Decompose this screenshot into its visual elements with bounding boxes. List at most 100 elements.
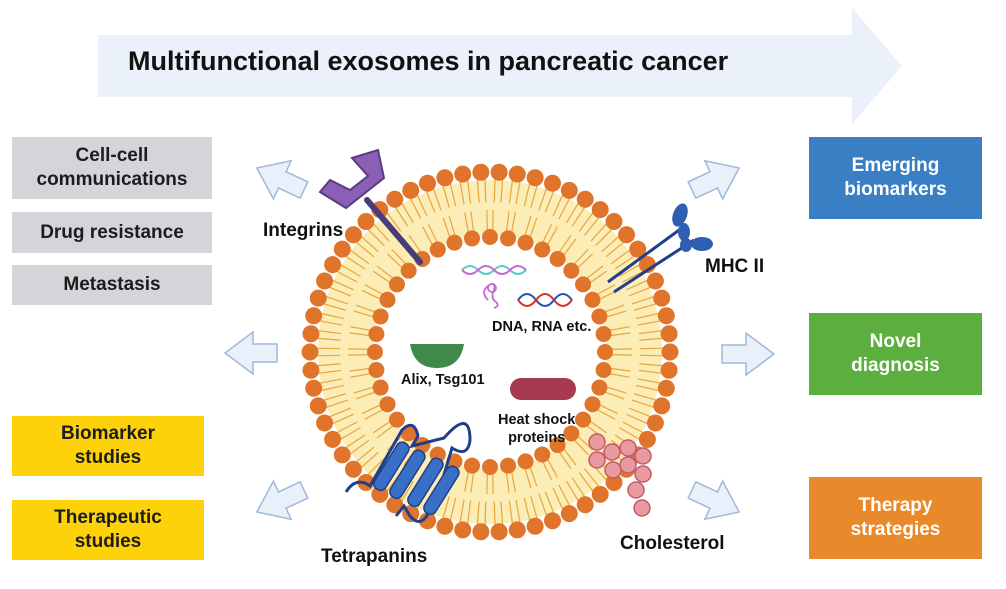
lipid-head bbox=[400, 262, 417, 279]
lipid-head bbox=[517, 234, 534, 251]
direction-arrows bbox=[223, 159, 776, 521]
lipid-head bbox=[653, 289, 671, 307]
lipid-head bbox=[560, 505, 578, 523]
integrin-icon bbox=[318, 148, 423, 265]
exosome-membrane bbox=[301, 163, 679, 541]
lipid-head bbox=[591, 201, 609, 219]
novel-diagnosis-label: Novel diagnosis bbox=[851, 331, 940, 376]
lipid-head bbox=[372, 379, 389, 396]
lipid-head bbox=[344, 460, 362, 478]
lipid-head bbox=[379, 291, 396, 308]
lipid-head bbox=[388, 411, 405, 428]
lipid-head bbox=[309, 397, 327, 415]
lipid-head bbox=[549, 250, 566, 267]
lipid-head bbox=[563, 262, 580, 279]
dna-rna-label: DNA, RNA etc. bbox=[492, 319, 592, 335]
lipid-head bbox=[368, 361, 385, 378]
lipid-head bbox=[499, 457, 516, 474]
integrins-label: Integrins bbox=[263, 220, 344, 241]
lipid-head bbox=[646, 414, 664, 432]
tetraspanin-icon bbox=[344, 422, 472, 523]
lipid-head bbox=[418, 174, 436, 192]
lipid-head bbox=[418, 512, 436, 530]
lipid-head bbox=[309, 289, 327, 307]
therapy-strategies-box: Therapy strategies bbox=[809, 477, 982, 559]
lipid-head bbox=[584, 291, 601, 308]
lipid-head bbox=[324, 430, 342, 448]
lipid-head bbox=[436, 517, 454, 535]
lipid-head bbox=[591, 379, 608, 396]
lipid-head bbox=[368, 326, 385, 343]
lipid-head bbox=[591, 485, 609, 503]
cholesterol-icon bbox=[588, 433, 652, 517]
drug-resistance-box: Drug resistance bbox=[12, 212, 212, 253]
lipid-head bbox=[367, 344, 383, 360]
lipid-head bbox=[333, 446, 351, 464]
lipid-head bbox=[526, 169, 544, 187]
lipid-head bbox=[324, 256, 342, 274]
lipid-head bbox=[661, 343, 679, 361]
arrow-left-icon bbox=[223, 330, 278, 376]
lipid-head bbox=[508, 165, 526, 183]
arrow-right-icon bbox=[721, 331, 776, 377]
lipid-head bbox=[629, 240, 647, 258]
lipid-head bbox=[657, 379, 675, 397]
lipid-head bbox=[386, 496, 404, 514]
therapy-strategies-label: Therapy strategies bbox=[850, 495, 941, 540]
lipid-head bbox=[499, 230, 516, 247]
lipid-head bbox=[490, 163, 508, 181]
lipid-head bbox=[657, 307, 675, 325]
lipid-head bbox=[446, 234, 463, 251]
lipid-head bbox=[402, 181, 420, 199]
alix-protein-icon bbox=[410, 344, 464, 368]
mhc-ii-label: MHC II bbox=[705, 256, 765, 277]
lipid-head bbox=[595, 326, 612, 343]
lipid-head bbox=[464, 457, 481, 474]
lipid-head bbox=[660, 361, 678, 379]
lipid-head bbox=[517, 453, 534, 470]
lipid-head bbox=[429, 241, 446, 258]
biomarker-studies-label: Biomarker studies bbox=[61, 423, 155, 468]
lipid-head bbox=[544, 174, 562, 192]
arrow-upper-right-icon bbox=[687, 159, 741, 201]
lipid-head bbox=[575, 411, 592, 428]
lipid-head bbox=[549, 437, 566, 454]
tetrapanins-label: Tetrapanins bbox=[321, 546, 428, 567]
lipid-head bbox=[301, 343, 319, 361]
lipid-head bbox=[560, 181, 578, 199]
metastasis-label: Metastasis bbox=[63, 274, 161, 295]
lipid-head bbox=[597, 344, 613, 360]
lipid-head bbox=[508, 521, 526, 539]
lipid-head bbox=[316, 414, 334, 432]
metastasis-box: Metastasis bbox=[12, 265, 212, 305]
dna-helix-icon bbox=[517, 293, 573, 307]
lipid-head bbox=[472, 523, 490, 541]
cell-cell-communications-box: Cell-cell communications bbox=[12, 137, 212, 199]
lipid-head bbox=[605, 213, 623, 231]
lipid-head bbox=[605, 473, 623, 491]
lipid-head bbox=[618, 226, 636, 244]
lipid-head bbox=[357, 213, 375, 231]
lipid-head bbox=[472, 163, 490, 181]
lipid-head bbox=[388, 276, 405, 293]
lipid-head bbox=[379, 396, 396, 413]
cell-cell-communications-label: Cell-cell communications bbox=[36, 145, 188, 190]
lipid-head bbox=[344, 226, 362, 244]
lipid-head bbox=[646, 272, 664, 290]
emerging-biomarkers-label: Emerging biomarkers bbox=[844, 155, 947, 200]
therapeutic-studies-box: Therapeutic studies bbox=[12, 500, 204, 560]
lipid-head bbox=[490, 523, 508, 541]
lipid-head bbox=[544, 512, 562, 530]
alix-tsg101-label: Alix, Tsg101 bbox=[401, 372, 485, 388]
lipid-head bbox=[316, 272, 334, 290]
lipid-head bbox=[576, 496, 594, 514]
lipid-head bbox=[526, 517, 544, 535]
lipid-head bbox=[302, 325, 320, 343]
heat-shock-proteins-label: Heat shock proteins bbox=[498, 412, 576, 446]
lipid-head bbox=[638, 430, 656, 448]
lipid-head bbox=[305, 379, 323, 397]
lipid-head bbox=[584, 396, 601, 413]
therapeutic-studies-label: Therapeutic studies bbox=[54, 507, 162, 552]
lipid-head bbox=[302, 361, 320, 379]
novel-diagnosis-box: Novel diagnosis bbox=[809, 313, 982, 395]
